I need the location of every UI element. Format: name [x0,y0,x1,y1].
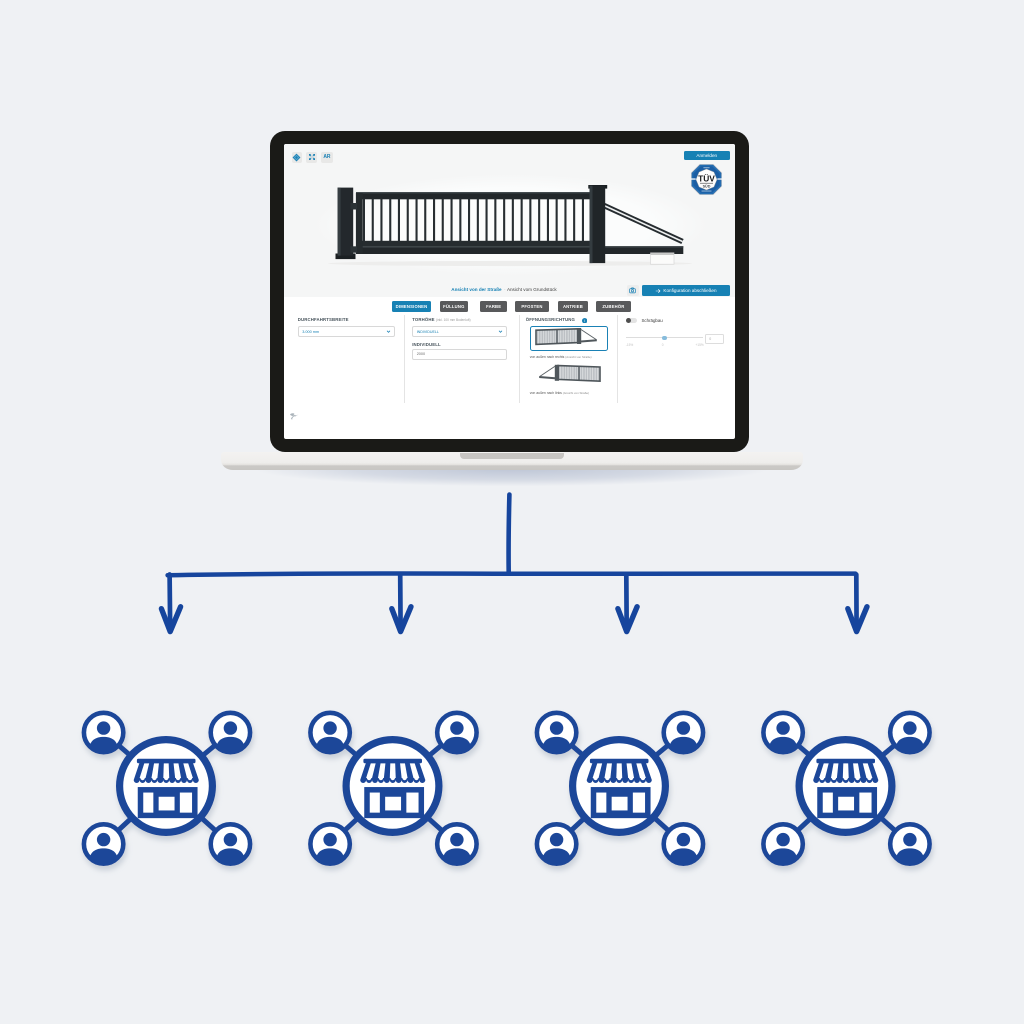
svg-text:TÜV: TÜV [698,174,715,184]
svg-text:SÜD: SÜD [702,183,710,188]
svg-text:i: i [584,319,585,323]
